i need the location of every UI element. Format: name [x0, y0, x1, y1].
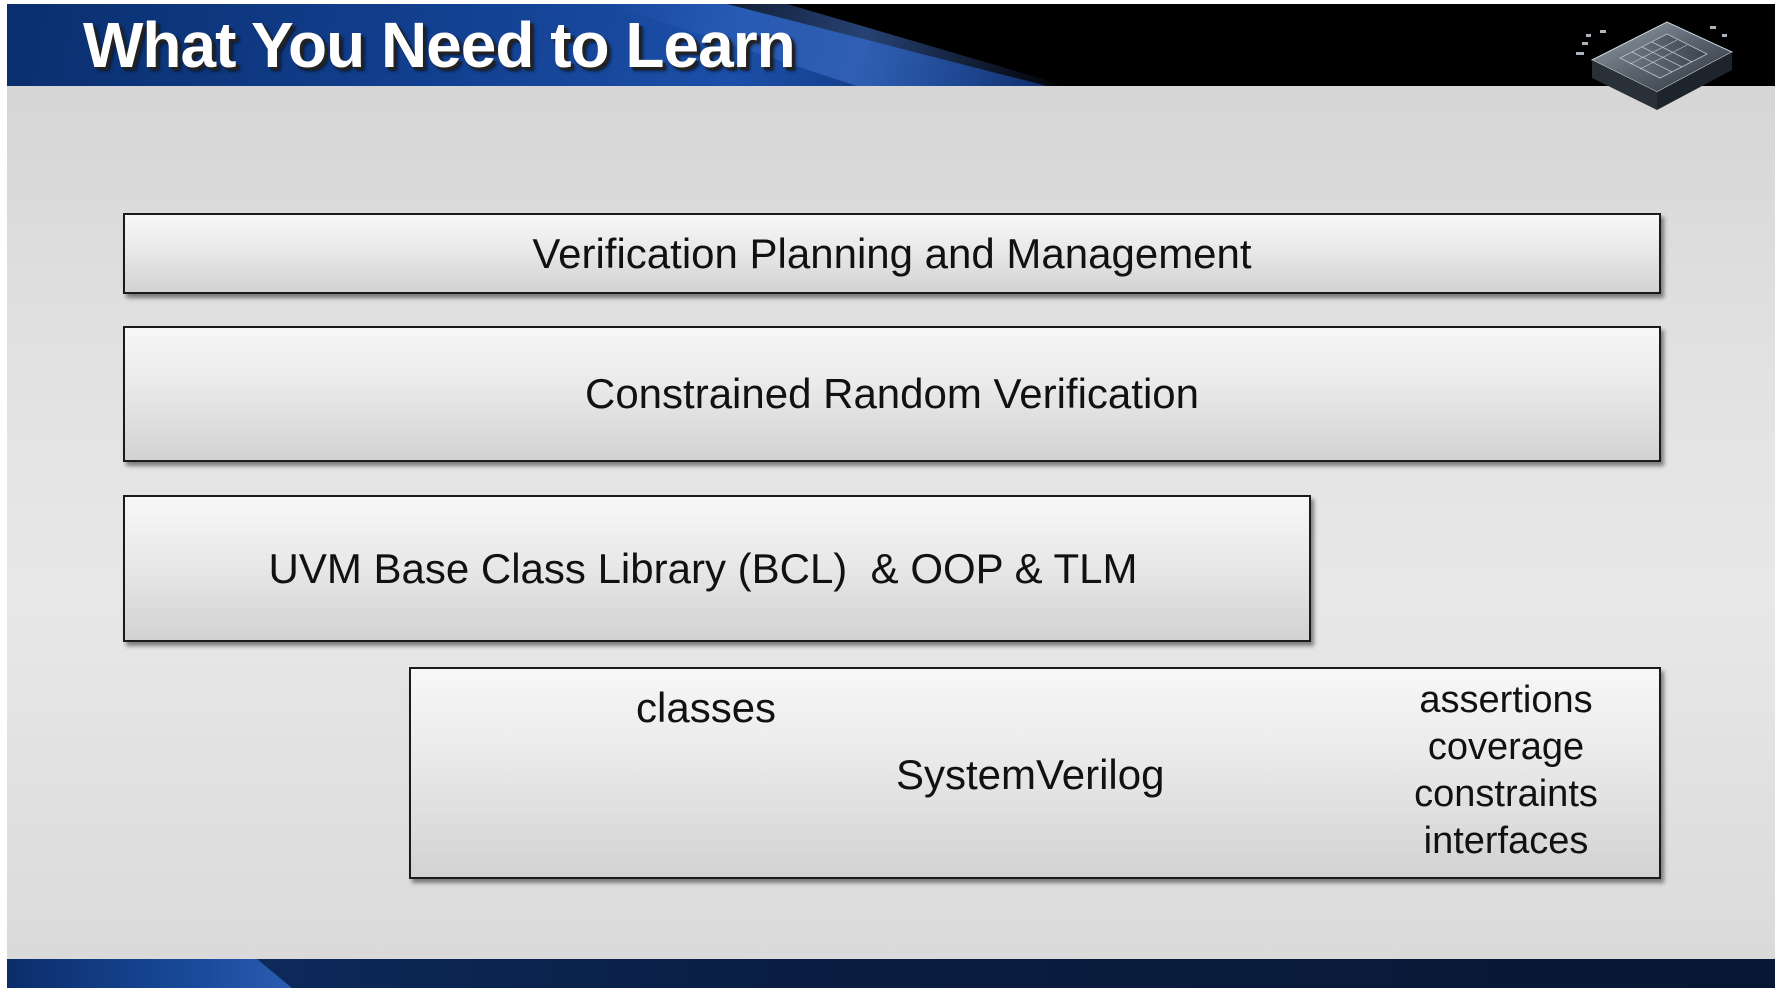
title-bar: What You Need to Learn — [7, 4, 1775, 86]
feature-interfaces: interfaces — [1423, 820, 1589, 862]
systemverilog-label: SystemVerilog — [896, 751, 1165, 798]
bottom-bar-dark-blue — [247, 959, 1775, 988]
slide: What You Need to Learn — [7, 4, 1775, 988]
verification-planning-box: Verification Planning and Management — [123, 213, 1661, 294]
feature-coverage: coverage — [1427, 726, 1585, 768]
feature-constraints: constraints — [1414, 773, 1598, 815]
classes-label: classes — [636, 684, 777, 731]
feature-assertions: assertions — [1419, 679, 1593, 721]
chip-logo-icon — [1576, 21, 1734, 110]
bottom-bar-blue-accent — [7, 959, 292, 988]
constrained-random-box: Constrained Random Verification — [123, 326, 1661, 462]
slide-title: What You Need to Learn — [83, 9, 796, 81]
verification-planning-label: Verification Planning and Management — [532, 229, 1252, 277]
uvm-bcl-label: UVM Base Class Library (BCL) & OOP & TLM — [268, 544, 1138, 592]
systemverilog-feature-list: assertions coverage constraints interfac… — [1401, 677, 1611, 865]
bottom-bar — [7, 959, 1775, 988]
uvm-bcl-box: UVM Base Class Library (BCL) & OOP & TLM — [123, 495, 1311, 642]
systemverilog-box: classes SystemVerilog assertions coverag… — [409, 667, 1661, 879]
constrained-random-label: Constrained Random Verification — [584, 370, 1199, 417]
